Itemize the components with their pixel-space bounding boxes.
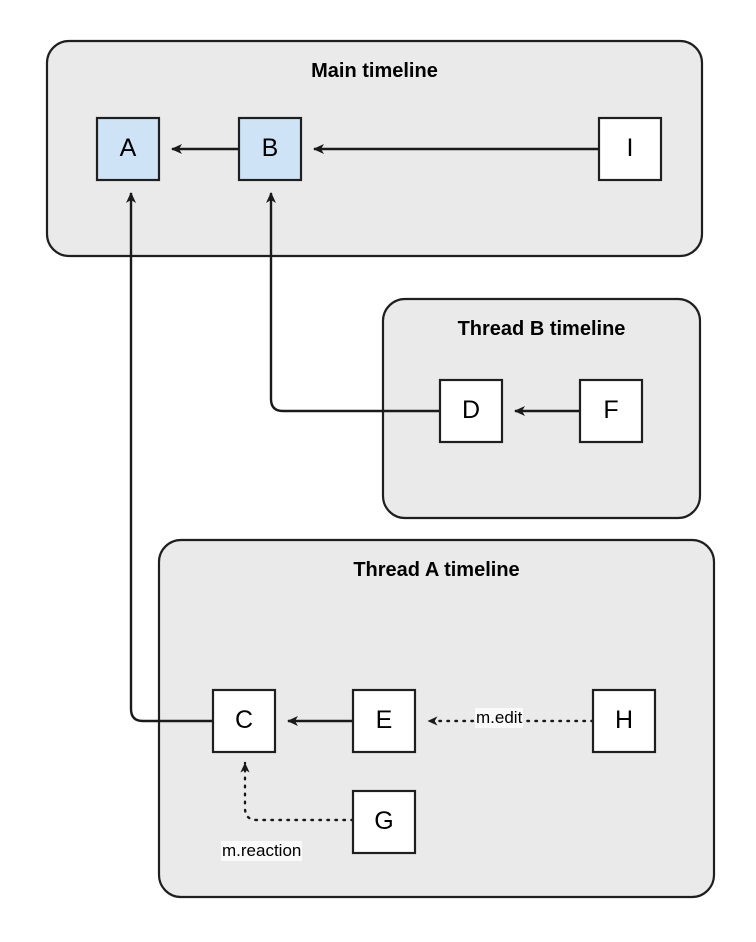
edge-label-m-edit: m.edit	[475, 708, 524, 728]
edge-c-to-a	[126, 192, 213, 723]
group-title-main-timeline: Main timeline	[311, 60, 438, 82]
edge-d-to-b	[266, 192, 440, 413]
node-label-A: A	[119, 134, 137, 162]
node-C[interactable]	[211, 688, 277, 754]
node-A[interactable]	[95, 116, 161, 182]
node-label-G: G	[374, 807, 394, 835]
node-F[interactable]	[578, 378, 644, 444]
node-label-I: I	[626, 134, 634, 162]
edge-label-m-reaction: m.reaction	[221, 841, 303, 861]
node-D[interactable]	[438, 378, 504, 444]
node-label-H: H	[614, 706, 634, 734]
node-I[interactable]	[597, 116, 663, 182]
node-label-D: D	[461, 396, 481, 424]
node-B[interactable]	[237, 116, 303, 182]
edge-g-to-c	[240, 761, 355, 822]
node-label-B: B	[261, 134, 279, 162]
node-E[interactable]	[351, 688, 417, 754]
group-thread-b-timeline	[381, 297, 702, 520]
node-label-F: F	[603, 396, 619, 424]
group-title-thread-b-timeline: Thread B timeline	[457, 318, 626, 340]
node-label-C: C	[234, 706, 254, 734]
node-G[interactable]	[351, 789, 417, 855]
node-H[interactable]	[591, 688, 657, 754]
node-label-E: E	[375, 706, 393, 734]
group-title-thread-a-timeline: Thread A timeline	[353, 559, 520, 581]
